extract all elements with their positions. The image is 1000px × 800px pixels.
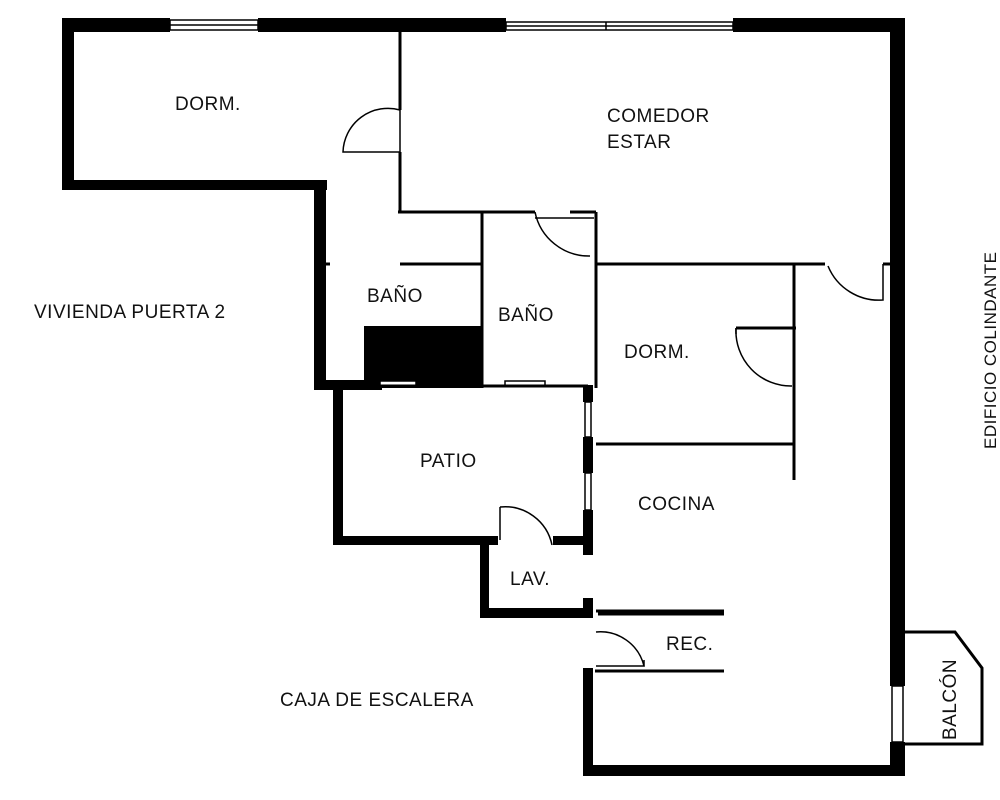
room-rec: REC. bbox=[666, 634, 713, 655]
wall-patio-right-a bbox=[583, 385, 593, 402]
door-dorm-2 bbox=[735, 327, 793, 387]
wall-lav-right bbox=[583, 598, 593, 618]
room-comedor: COMEDOR bbox=[607, 106, 710, 127]
wall-patio-right-c bbox=[583, 510, 593, 555]
door-rec bbox=[595, 631, 645, 667]
wall-lav-bottom bbox=[480, 608, 590, 618]
room-lav: LAV. bbox=[510, 569, 550, 590]
wall-lav-left bbox=[480, 536, 489, 618]
room-balcon: BALCÓN bbox=[939, 659, 961, 740]
wall-patio-bottom-2 bbox=[553, 536, 593, 545]
door-lav bbox=[499, 505, 553, 546]
wall-patio-right-b bbox=[583, 437, 593, 473]
balcony bbox=[905, 630, 984, 746]
window-patio-right-2 bbox=[584, 472, 592, 511]
door-swings bbox=[342, 107, 884, 667]
wall-bano-left bbox=[314, 180, 326, 388]
label-vivienda-puerta-2: VIVIENDA PUERTA 2 bbox=[34, 302, 226, 323]
surrounding-labels: VIVIENDA PUERTA 2 CAJA DE ESCALERA EDIFI… bbox=[34, 252, 1000, 711]
room-cocina: COCINA bbox=[638, 494, 715, 515]
room-bano-1: BAÑO bbox=[367, 285, 423, 307]
wall-bottom bbox=[583, 765, 905, 776]
wall-dorm-bottom bbox=[62, 180, 327, 190]
interior-partitions bbox=[320, 30, 890, 673]
wall-top-right bbox=[733, 18, 905, 32]
wall-right-upper bbox=[890, 18, 905, 686]
wall-patio-left bbox=[333, 385, 343, 543]
room-dorm-1: DORM. bbox=[175, 94, 241, 115]
wall-stair-left bbox=[583, 668, 593, 775]
shaft-block bbox=[364, 326, 482, 388]
window-balcon bbox=[891, 685, 904, 743]
window-patio-right-1 bbox=[584, 401, 592, 438]
room-labels: DORM. COMEDOR ESTAR BAÑO BAÑO DORM. PATI… bbox=[175, 94, 961, 740]
exterior-walls bbox=[62, 18, 905, 776]
wall-patio-bottom-1 bbox=[333, 536, 498, 545]
room-dorm-2: DORM. bbox=[624, 342, 690, 363]
door-comedor bbox=[827, 264, 884, 301]
room-patio: PATIO bbox=[420, 451, 477, 472]
room-bano-2: BAÑO bbox=[498, 304, 554, 326]
wall-top-left bbox=[62, 18, 170, 32]
wall-left-dorm bbox=[62, 18, 74, 188]
room-estar: ESTAR bbox=[607, 132, 671, 153]
wall-top-mid bbox=[258, 18, 506, 32]
wall-right-lower bbox=[890, 742, 905, 776]
label-edificio-colindante: EDIFICIO COLINDANTE bbox=[981, 252, 1000, 449]
label-caja-de-escalera: CAJA DE ESCALERA bbox=[280, 690, 474, 711]
